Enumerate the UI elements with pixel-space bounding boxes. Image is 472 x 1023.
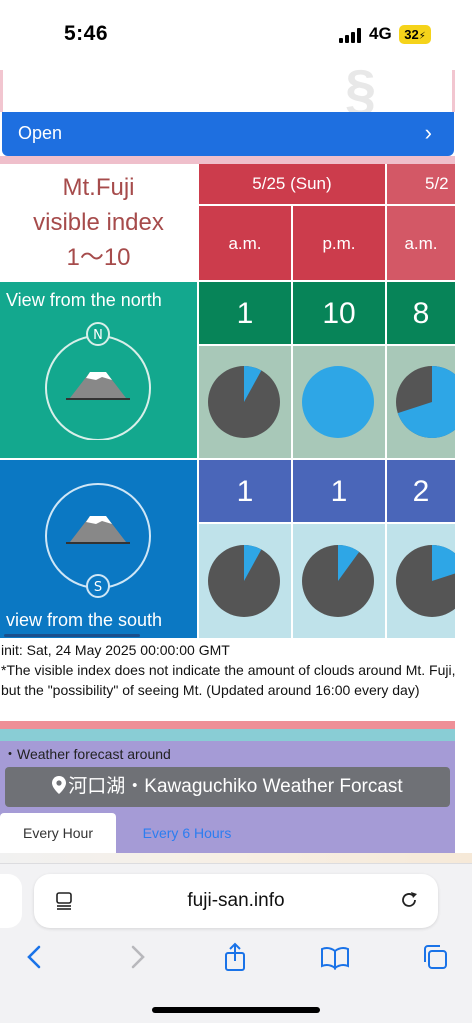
weather-forecast-section: ・Weather forecast around 河口湖・Kawaguchiko… — [0, 741, 455, 853]
period-header: a.m. — [197, 204, 291, 280]
title-line: Mt.Fuji — [62, 174, 135, 201]
map-pin-icon — [52, 776, 67, 794]
status-time: 5:46 — [64, 22, 109, 45]
cloud-pie-chart — [302, 366, 374, 438]
open-button-label: Open — [18, 123, 63, 143]
forecast-heading: ・Weather forecast around — [3, 746, 171, 762]
north-cloud-pie — [197, 344, 291, 458]
share-icon[interactable] — [220, 942, 250, 972]
kawaguchiko-forecast-button[interactable]: 河口湖・Kawaguchiko Weather Forcast — [5, 767, 450, 807]
battery-level: 32 — [404, 27, 419, 42]
forward-icon[interactable] — [122, 942, 152, 972]
south-cloud-pie — [291, 522, 385, 638]
browser-toolbar: fuji-san.info — [0, 863, 472, 1023]
south-index-cell: 1 — [197, 458, 291, 522]
pie-slice — [244, 366, 262, 402]
cellular-signal-icon — [339, 28, 363, 43]
cloud-pie-chart — [396, 545, 455, 617]
home-indicator[interactable] — [152, 1007, 320, 1013]
mt-fuji-compass-north-icon: N — [45, 322, 151, 440]
forecast-button-label: 河口湖・Kawaguchiko Weather Forcast — [68, 776, 403, 797]
pie-slice — [397, 366, 455, 438]
south-label: view from the south — [6, 610, 163, 630]
decorative-logo-icon: § — [345, 58, 377, 121]
cloud-pie-chart — [396, 366, 455, 438]
period-header: p.m. — [291, 204, 385, 280]
url-text: fuji-san.info — [187, 890, 285, 911]
reload-icon[interactable] — [398, 889, 420, 911]
tab-every-6-hours[interactable]: Every 6 Hours — [142, 825, 232, 841]
bookmarks-icon[interactable] — [320, 942, 350, 972]
cloud-pie-chart — [302, 545, 374, 617]
mt-fuji-compass-south-icon: S — [45, 483, 151, 598]
pie-slice — [338, 545, 360, 581]
chevron-right-icon: › — [424, 120, 432, 145]
page-menu-icon[interactable] — [54, 891, 74, 911]
south-index-cell: 1 — [291, 458, 385, 522]
open-button[interactable]: Open › — [2, 112, 454, 156]
battery-icon: 32⚡ — [399, 25, 431, 44]
scroll-indicator — [4, 634, 140, 637]
network-type: 4G — [369, 24, 392, 43]
cloud-pie-chart — [208, 545, 280, 617]
north-view-panel: View from the north N — [0, 280, 197, 458]
north-label: View from the north — [6, 290, 162, 310]
previous-tab-pill[interactable] — [0, 874, 22, 928]
title-line: visible index — [33, 209, 164, 236]
pie-slice — [302, 366, 374, 438]
tab-every-hour[interactable]: Every Hour — [0, 813, 116, 853]
south-cloud-pie — [385, 522, 455, 638]
init-timestamp: init: Sat, 24 May 2025 00:00:00 GMT — [1, 642, 230, 658]
south-view-panel: S view from the south — [0, 458, 197, 638]
back-icon[interactable] — [20, 942, 50, 972]
cloud-pie-chart — [208, 366, 280, 438]
visibility-note: *The visible index does not indicate the… — [1, 662, 456, 698]
compass-letter: S — [94, 580, 102, 595]
date-header: 5/25 (Sun) — [197, 164, 385, 204]
south-index-cell: 2 — [385, 458, 455, 522]
visible-index-title: Mt.Fuji visible index 1〜10 — [0, 164, 197, 280]
pie-slice — [244, 545, 262, 581]
north-index-cell: 1 — [197, 280, 291, 344]
north-cloud-pie — [385, 344, 455, 458]
south-cloud-pie — [197, 522, 291, 638]
north-index-cell: 8 — [385, 280, 455, 344]
compass-letter: N — [93, 328, 103, 343]
pie-slice — [432, 545, 455, 581]
north-cloud-pie — [291, 344, 385, 458]
north-index-cell: 10 — [291, 280, 385, 344]
status-bar: 5:46 4G 32⚡ — [0, 0, 472, 70]
address-bar[interactable]: fuji-san.info — [34, 874, 438, 928]
title-line: 1〜10 — [66, 244, 131, 271]
tabs-icon[interactable] — [420, 942, 450, 972]
previous-section: § — [0, 58, 472, 121]
period-header: a.m. — [385, 204, 455, 280]
date-header: 5/2 — [385, 164, 455, 204]
